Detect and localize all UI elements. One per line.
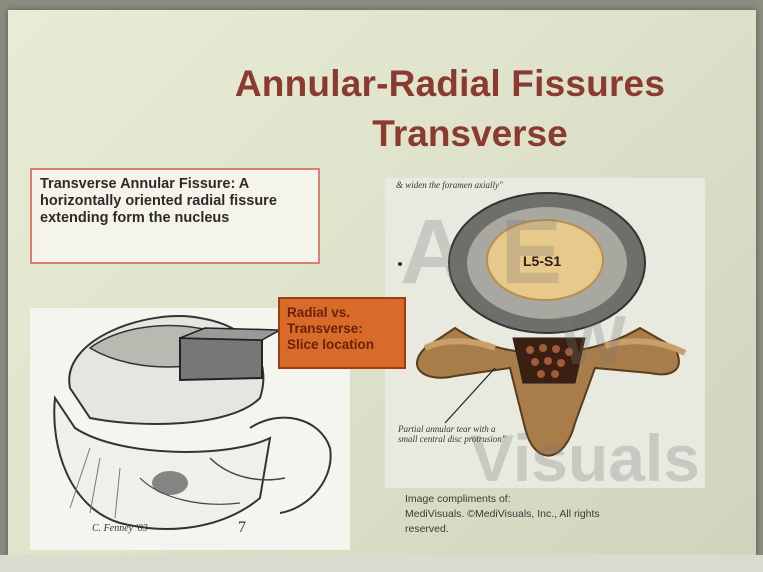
slide-subtitle: Transverse <box>320 112 620 156</box>
bottom-strip <box>0 555 763 572</box>
credit-line-3: reserved. <box>405 522 635 537</box>
credit-line-2: MediVisuals. ©MediVisuals, Inc., All rig… <box>405 507 635 522</box>
credit-line-1: Image compliments of: <box>405 492 635 507</box>
definition-text: Transverse Annular Fissure: A horizontal… <box>40 176 277 226</box>
slide-title: Annular-Radial Fissures <box>180 62 720 106</box>
callout-box: Radial vs. Transverse: Slice location <box>278 297 406 369</box>
image-credit: Image compliments of: MediVisuals. ©Medi… <box>405 492 635 537</box>
vertebra-level-label: L5-S1 <box>523 253 561 269</box>
artist-signature: C. Fenney '03 <box>92 523 148 534</box>
bullet-dot <box>398 262 402 266</box>
sketch-mark: 7 <box>238 519 246 537</box>
annotation-top: & widen the foramen axially" <box>396 180 526 190</box>
annotation-bottom: Partial annular tear with a small centra… <box>398 424 508 444</box>
definition-box: Transverse Annular Fissure: A horizontal… <box>30 168 320 264</box>
callout-text: Radial vs. Transverse: Slice location <box>287 305 374 352</box>
